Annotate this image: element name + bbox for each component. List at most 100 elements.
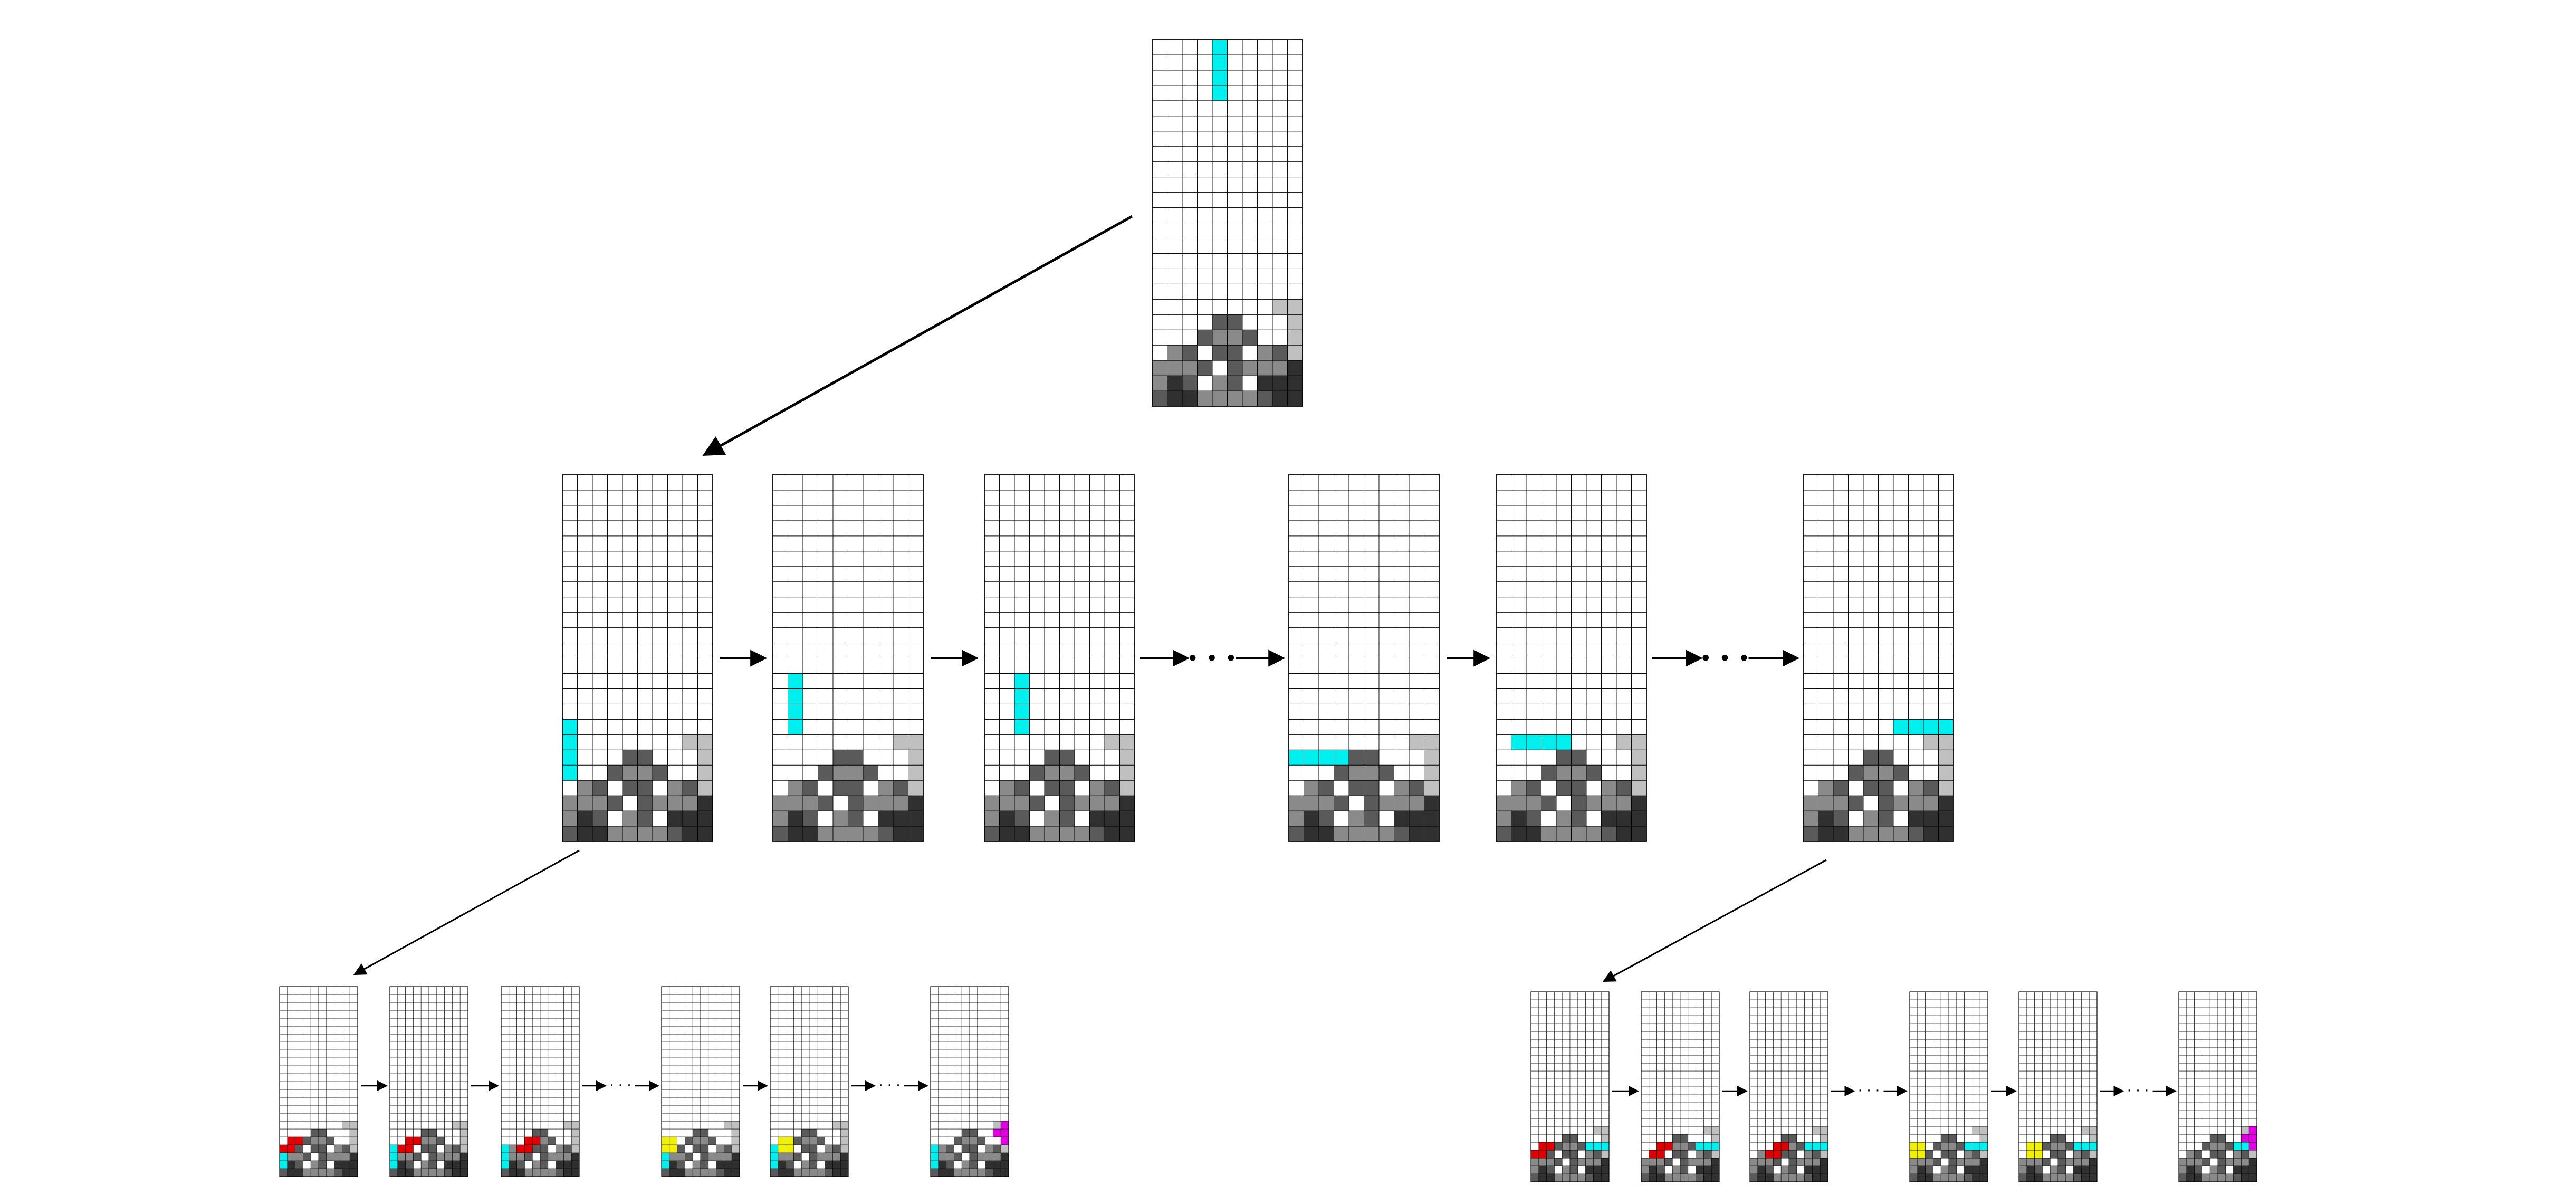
board-cell [778,1152,786,1161]
board-cell [2034,1118,2043,1127]
board-cell [563,1034,572,1042]
board-cell [878,826,894,842]
board-cell [1696,1134,1704,1143]
board-cell [1703,1070,1712,1079]
board-cell [287,1168,295,1177]
board-cell [592,749,608,766]
board-cell [2186,1086,2195,1095]
board-cell [318,1089,327,1098]
board-cell [2073,1063,2082,1072]
board-cell [509,1010,517,1019]
board-cell [326,1081,334,1090]
board-cell [287,1018,295,1027]
board-cell [786,1034,794,1042]
board-cell [731,1113,740,1122]
board-cell [563,1026,572,1035]
board-cell [342,1136,350,1145]
board-cell [1182,85,1198,101]
board-cell [1554,1023,1563,1032]
board-cell [303,1034,311,1042]
board-cell [1917,1165,1926,1174]
board-cell [1104,749,1120,766]
board-cell [303,1121,311,1130]
board-cell [571,1160,580,1169]
board-cell [716,1144,724,1153]
board-cell [1409,597,1424,613]
board-cell [1577,1173,1586,1182]
board-cell [1923,795,1939,811]
board-cell [342,1081,350,1090]
board-cell [786,986,794,995]
board-cell [724,1128,732,1137]
board-cell [682,810,698,827]
board-cell [452,1121,461,1130]
board-cell [1680,1126,1689,1135]
board-cell [1571,749,1587,766]
board-cell [571,986,580,995]
board-cell [1672,1173,1681,1182]
board-cell [786,994,794,1003]
board-cell [1571,505,1587,521]
board-cell [961,986,970,995]
board-cell [1541,826,1557,842]
board-cell [1554,1165,1563,1174]
board-cell [993,1160,1001,1169]
board-cell [310,1160,319,1169]
board-cell [607,719,623,735]
board-cell [700,1041,709,1050]
board-cell [1593,1158,1602,1166]
board-cell [303,994,311,1003]
board-cell [1631,597,1647,613]
board-cell [993,1041,1001,1050]
board-cell [413,1049,422,1058]
board-cell [1848,474,1864,491]
board-cell [1593,1102,1602,1111]
board-cell [1577,1031,1586,1040]
board-cell [817,1081,825,1090]
board-cell [1044,627,1060,643]
board-cell [2178,1031,2187,1040]
board-cell [1571,826,1587,842]
board-cell [2233,1134,2242,1143]
board-cell [592,490,608,506]
board-cell [1711,1126,1720,1135]
board-cell [1649,999,1657,1008]
board-cell [2065,1126,2074,1135]
board-cell [1940,1086,1949,1095]
board-cell [840,1041,849,1050]
board-cell [1796,1126,1805,1135]
board-cell [592,597,608,613]
board-cell [1972,1007,1980,1016]
board-cell [2217,1039,2226,1048]
board-cell [697,764,713,781]
board-cell [1378,719,1394,735]
board-cell [667,627,683,643]
board-cell [961,1121,970,1130]
board-cell [2050,1158,2058,1166]
board-cell [2042,1039,2051,1048]
board-cell [1409,810,1424,827]
board-cell [1664,1055,1673,1064]
board-cell [1496,535,1511,552]
board-cell [1820,1126,1828,1135]
board-cell [334,986,342,995]
board-cell [287,1049,295,1058]
board-cell [999,749,1015,766]
board-cell [1167,223,1183,238]
board-cell [342,986,350,995]
board-cell [1257,85,1273,101]
board-cell [1757,1015,1766,1024]
board-cell [516,1097,525,1106]
board-cell [1788,1173,1797,1182]
board-cell [1680,991,1689,1000]
board-cell [2209,1063,2218,1072]
board-cell [778,1026,786,1035]
board-cell [562,780,578,796]
board-cell [1424,795,1440,811]
board-cell [669,986,677,995]
board-cell [1496,749,1511,766]
board-cell [1893,612,1909,628]
board-cell [893,505,908,521]
board-cell [436,1010,445,1019]
board-cell [1925,1118,1933,1127]
